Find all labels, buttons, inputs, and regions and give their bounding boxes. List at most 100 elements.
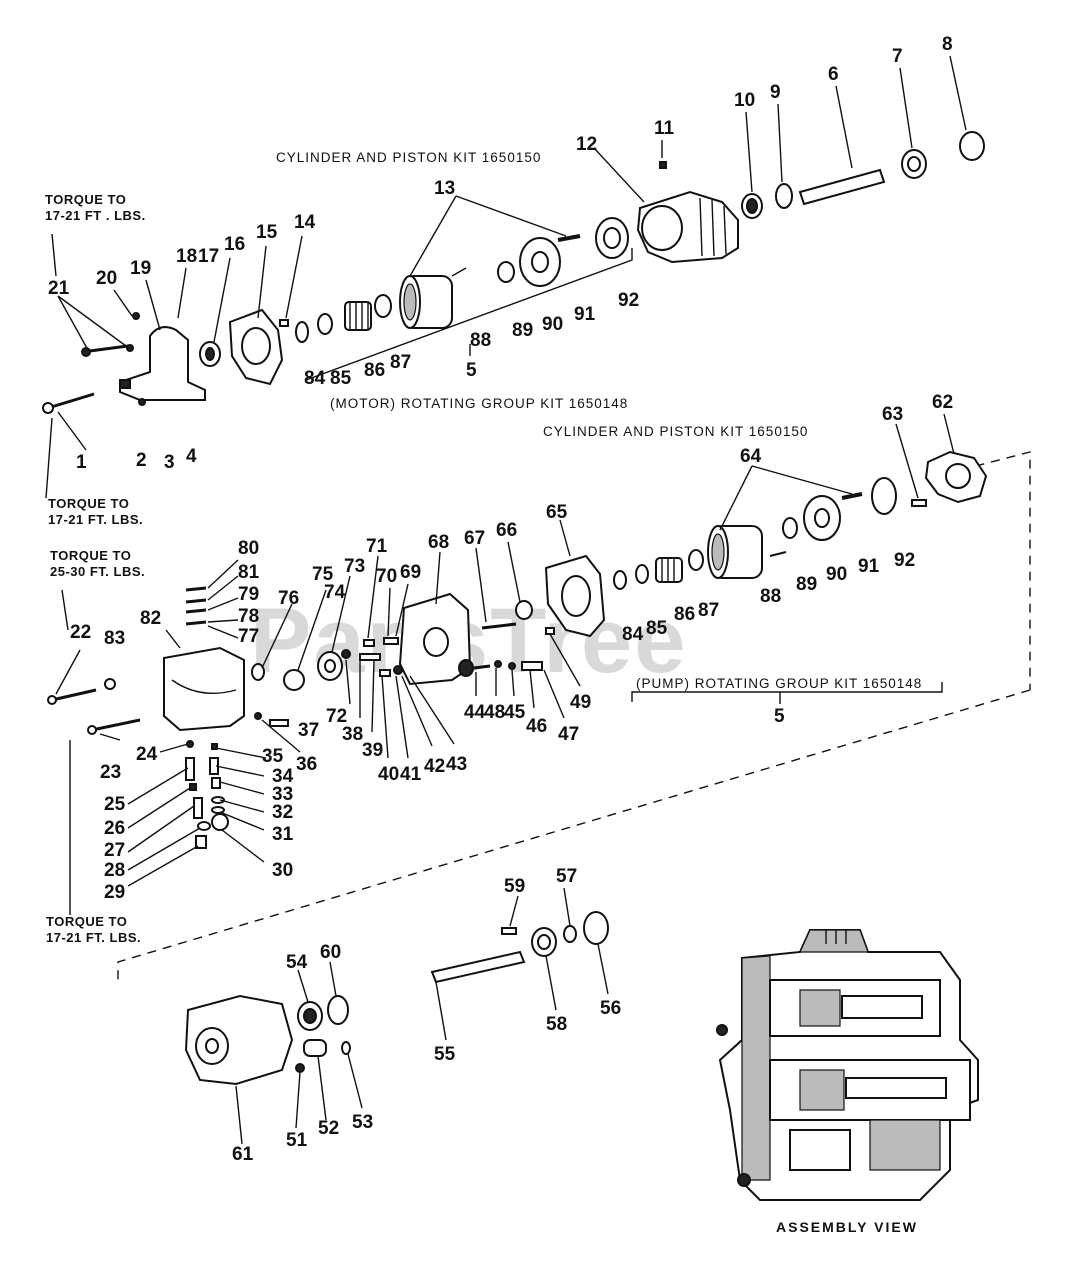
- callout-46: 46: [526, 716, 547, 737]
- svg-text:TORQUE TO: TORQUE TO: [50, 548, 131, 563]
- callout-84-motor: 84: [304, 368, 326, 389]
- callout-52: 52: [318, 1118, 339, 1139]
- callout-64: 64: [740, 446, 762, 467]
- callout-70: 70: [376, 566, 397, 587]
- callout-13: 13: [434, 178, 455, 199]
- callout-49: 49: [570, 692, 591, 713]
- callout-40: 40: [378, 764, 399, 785]
- callout-92-motor: 92: [618, 290, 639, 311]
- svg-text:17-21 FT . LBS.: 17-21 FT . LBS.: [45, 208, 146, 223]
- callout-11: 11: [654, 118, 675, 139]
- callout-42: 42: [424, 756, 445, 777]
- callout-44: 44: [464, 702, 486, 723]
- callout-59: 59: [504, 876, 525, 897]
- callout-68: 68: [428, 532, 449, 553]
- callout-27: 27: [104, 840, 125, 861]
- callout-24: 24: [136, 744, 158, 765]
- callout-91-motor: 91: [574, 304, 596, 325]
- callout-87-pump: 87: [698, 600, 719, 621]
- callout-23: 23: [100, 762, 121, 783]
- callout-55: 55: [434, 1044, 456, 1065]
- callout-28: 28: [104, 860, 125, 881]
- callout-85-pump: 85: [646, 618, 668, 639]
- callout-25: 25: [104, 794, 126, 815]
- callout-43: 43: [446, 754, 467, 775]
- callout-62: 62: [932, 392, 953, 413]
- pump-cylinder-kit-label: CYLINDER AND PISTON KIT 1650150: [543, 424, 808, 439]
- torque-note-25-30: TORQUE TO 25-30 FT. LBS.: [50, 548, 145, 579]
- callout-33: 33: [272, 784, 293, 805]
- callout-16: 16: [224, 234, 245, 255]
- svg-text:TORQUE TO: TORQUE TO: [46, 914, 127, 929]
- callout-41: 41: [400, 764, 422, 785]
- callout-12: 12: [576, 134, 597, 155]
- callout-4: 4: [186, 446, 197, 467]
- charge-pump-parts: [184, 911, 609, 1086]
- callout-89-pump: 89: [796, 574, 817, 595]
- callout-61: 61: [232, 1144, 254, 1165]
- callout-32: 32: [272, 802, 293, 823]
- dashed-line-lower: [117, 689, 1031, 980]
- svg-text:25-30 FT. LBS.: 25-30 FT. LBS.: [50, 564, 145, 579]
- torque-note-mid: TORQUE TO 17-21 FT. LBS.: [48, 496, 143, 527]
- callout-63: 63: [882, 404, 903, 425]
- callout-37: 37: [298, 720, 319, 741]
- callout-72: 72: [326, 706, 347, 727]
- callout-51: 51: [286, 1130, 308, 1151]
- callout-69: 69: [400, 562, 421, 583]
- motor-kit-bracket: [305, 248, 633, 381]
- callout-71: 71: [366, 536, 388, 557]
- callout-31: 31: [272, 824, 294, 845]
- callout-2: 2: [136, 450, 147, 471]
- callout-86-motor: 86: [364, 360, 385, 381]
- callout-73: 73: [344, 556, 365, 577]
- callout-90-motor: 90: [542, 314, 563, 335]
- callout-87-motor: 87: [390, 352, 411, 373]
- callout-17: 17: [198, 246, 219, 267]
- callout-45: 45: [504, 702, 526, 723]
- callout-36: 36: [296, 754, 317, 775]
- motor-cylinder-kit-label: CYLINDER AND PISTON KIT 1650150: [276, 150, 541, 165]
- callout-67: 67: [464, 528, 485, 549]
- callout-74: 74: [324, 582, 346, 603]
- callout-56: 56: [600, 998, 621, 1019]
- assembly-view-label: ASSEMBLY VIEW: [776, 1219, 918, 1235]
- callout-39: 39: [362, 740, 383, 761]
- callout-91-pump: 91: [858, 556, 880, 577]
- callout-5-pump: 5: [774, 706, 785, 727]
- svg-text:17-21 FT. LBS.: 17-21 FT. LBS.: [48, 512, 143, 527]
- callouts: 1 2 3 4 5 5 6 7 8 9 10 11 12 13 14 15 16…: [48, 34, 953, 1165]
- callout-58: 58: [546, 1014, 567, 1035]
- callout-8: 8: [942, 34, 953, 55]
- callout-3: 3: [164, 452, 175, 473]
- callout-53: 53: [352, 1112, 373, 1133]
- callout-78: 78: [238, 606, 259, 627]
- callout-81: 81: [238, 562, 260, 583]
- motor-rotating-kit-label: (MOTOR) ROTATING GROUP KIT 1650148: [330, 396, 628, 411]
- callout-57: 57: [556, 866, 577, 887]
- callout-66: 66: [496, 520, 517, 541]
- callout-92-pump: 92: [894, 550, 915, 571]
- dashed-line-upper: [959, 451, 1031, 690]
- callout-80: 80: [238, 538, 259, 559]
- callout-10: 10: [734, 90, 755, 111]
- callout-84-pump: 84: [622, 624, 644, 645]
- pump-kit-bracket: [631, 682, 943, 702]
- callout-34: 34: [272, 766, 294, 787]
- svg-text:TORQUE TO: TORQUE TO: [48, 496, 129, 511]
- callout-21: 21: [48, 278, 70, 299]
- callout-19: 19: [130, 258, 151, 279]
- callout-22: 22: [70, 622, 91, 643]
- motor-parts: [42, 131, 985, 414]
- callout-48: 48: [484, 702, 505, 723]
- callout-83: 83: [104, 628, 125, 649]
- leader-lines: [45, 55, 967, 1145]
- callout-26: 26: [104, 818, 125, 839]
- callout-47: 47: [558, 724, 579, 745]
- callout-79: 79: [238, 584, 259, 605]
- callout-85-motor: 85: [330, 368, 352, 389]
- callout-75: 75: [312, 564, 334, 585]
- torque-note-bottom: TORQUE TO 17-21 FT. LBS.: [46, 914, 141, 945]
- callout-7: 7: [892, 46, 903, 67]
- svg-text:TORQUE TO: TORQUE TO: [45, 192, 126, 207]
